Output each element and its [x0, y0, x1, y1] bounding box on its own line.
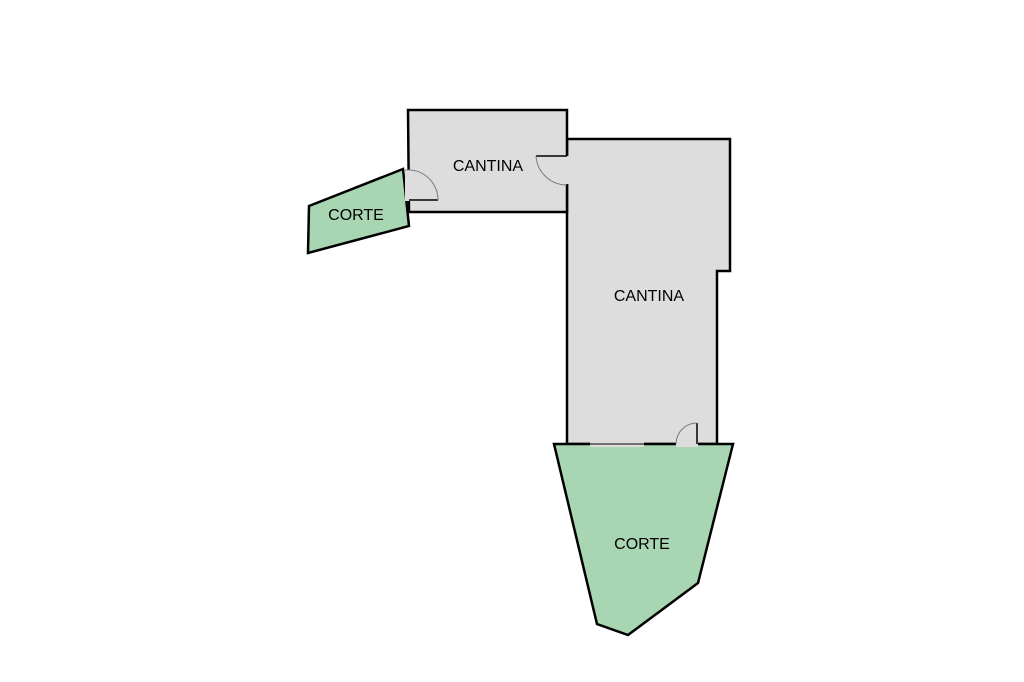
door-left-icon: [404, 169, 439, 201]
room-label-cantina-main: CANTINA: [614, 288, 685, 305]
room-label-cantina-upper: CANTINA: [453, 158, 524, 175]
door-right-icon: [535, 155, 568, 186]
door-opening-upper-left: [405, 170, 412, 201]
door-opening-upper-right: [563, 156, 571, 184]
room-label-corte-bottom: CORTE: [614, 536, 670, 553]
room-label-corte-left: CORTE: [328, 207, 384, 224]
door-opening-bottom-right: [676, 440, 698, 447]
courtyard-bottom: [552, 442, 735, 637]
courtyard-left: [306, 167, 411, 255]
door-bottom-icon: [675, 422, 698, 445]
